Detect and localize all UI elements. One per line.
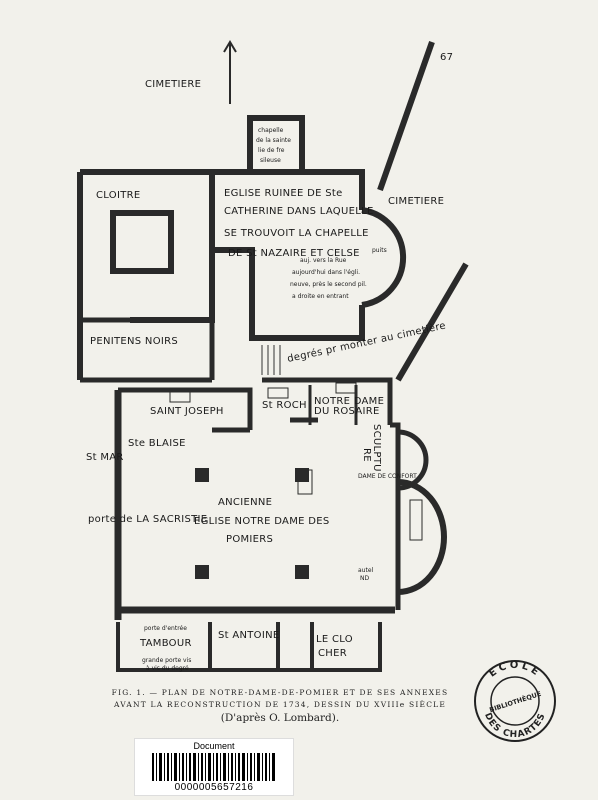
label-eglise-ruinee-3: SE TROUVOIT LA CHAPELLE — [224, 228, 369, 239]
label-cimetiere-top: CIMETIERE — [145, 79, 201, 90]
barcode-label: Document 0000005657216 — [134, 738, 294, 796]
label-grande-porte: grande porte vis — [142, 657, 191, 664]
label-eglise-ruinee-4: DE St NAZAIRE ET CELSE — [228, 248, 360, 259]
label-porte-entree: porte d'entrée — [144, 625, 187, 632]
label-notes-2: aujourd'hui dans l'égli. — [292, 269, 360, 276]
caption-line-1: FIG. 1. — PLAN DE NOTRE-DAME-DE-POMIER E… — [111, 688, 449, 697]
label-grande-porte-2: à vis du degré — [146, 665, 189, 672]
label-number-67: 67 — [440, 52, 453, 63]
caption-line-3: (D'après O. Lombard). — [220, 712, 340, 724]
label-puits: puits — [372, 247, 387, 254]
label-eglise-ruinee-1: EGLISE RUINEE DE Ste — [224, 188, 343, 199]
label-ste-blaise: Ste BLAISE — [128, 438, 186, 449]
floor-plan-drawing: CIMETIERE 67 chapelle de la sainte lie d… — [77, 40, 469, 672]
label-cimetiere-right: CIMETIERE — [388, 196, 444, 207]
label-eglise-nd: EGLISE NOTRE DAME DES — [194, 516, 330, 527]
label-st-antoine: St ANTOINE — [218, 630, 280, 641]
label-st-roch: St ROCH — [262, 400, 307, 411]
label-tambour: TAMBOUR — [139, 638, 192, 649]
label-notre-dame-rosaire-1: NOTRE DAME — [314, 396, 384, 407]
caption-line-2: AVANT LA RECONSTRUCTION DE 1734, DESSIN … — [114, 700, 446, 709]
stamp-bottom-text: DES CHARTES — [482, 712, 547, 741]
library-stamp: ECOLE DES CHARTES BIBLIOTHÈQUE — [474, 660, 556, 742]
label-penitens: PENITENS NOIRS — [90, 336, 178, 347]
label-st-mar: St MAR — [86, 452, 124, 463]
label-notes-3: neuve, près le second pil. — [290, 281, 367, 288]
label-cloitre: CLOITRE — [96, 190, 141, 201]
label-notre-dame-rosaire-2: DU ROSAIRE — [314, 406, 380, 417]
barcode-title: Document — [193, 741, 235, 751]
label-sculptu: SCULPTU — [371, 424, 382, 472]
barcode-number: 0000005657216 — [174, 782, 254, 793]
label-pomiers: POMIERS — [226, 534, 273, 545]
label-chapelle-3: lie de fre — [258, 147, 285, 154]
label-autel-2: ND — [360, 575, 369, 582]
label-re: RE — [361, 448, 372, 462]
stamp-middle-text: BIBLIOTHÈQUE — [488, 689, 542, 714]
svg-text:DES CHARTES: DES CHARTES — [482, 712, 548, 741]
label-notes-1: auj. vers la Rue — [300, 257, 347, 264]
label-porte-sacristie: porte de LA SACRISTIE — [88, 514, 207, 525]
label-autel-1: autel — [358, 567, 374, 574]
barcode-bars — [152, 753, 275, 781]
label-saint-joseph: SAINT JOSEPH — [150, 406, 224, 417]
label-chapelle: chapelle — [258, 127, 284, 134]
label-dame-confort: DAME DE CONFORT — [358, 473, 417, 480]
label-notes-4: a droite en entrant — [292, 293, 349, 300]
label-chapelle-2: de la sainte — [256, 137, 291, 144]
label-chapelle-4: sileuse — [260, 157, 281, 164]
label-le-clocher-1: LE CLO — [316, 634, 353, 645]
label-ancienne: ANCIENNE — [218, 497, 272, 508]
label-le-clocher-2: CHER — [318, 648, 347, 659]
label-eglise-ruinee-2: CATHERINE DANS LAQUELLE — [224, 206, 374, 217]
